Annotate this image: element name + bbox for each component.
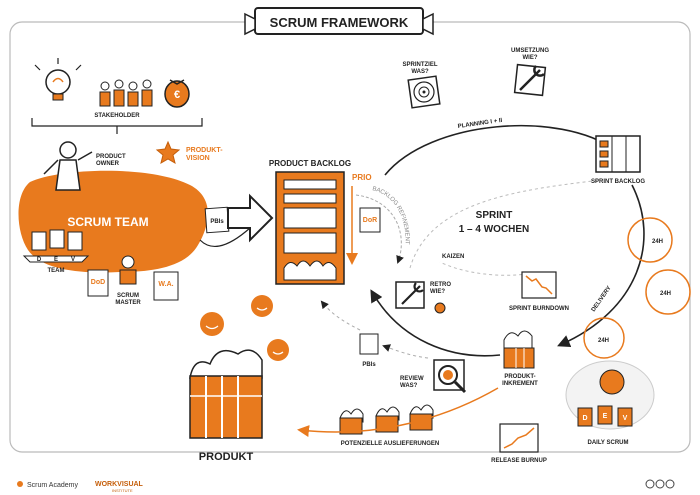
h24-label: 24H [652,239,663,245]
page-title: SCRUM FRAMEWORK [270,15,409,30]
sprint-label: SPRINT [476,210,513,221]
release-burnup: RELEASE BURNUP [491,423,547,464]
burnup-line [503,427,535,449]
potenzielle-label: POTENZIELLE AUSLIEFERUNGEN [341,441,439,447]
sprint-backlog-label: SPRINT BACKLOG [591,179,645,185]
by-license-icon [655,479,665,489]
sprint-burndown-label: SPRINT BURNDOWN [509,306,569,312]
target-icon [413,81,435,103]
scrum-team-label: SCRUM TEAM [67,215,148,229]
dev-letter: V [623,415,628,422]
pbis-left: PBIs [204,206,230,234]
dev-team: D E V TEAM [22,229,90,274]
produkt-inkrement-label: PRODUKT-INKREMENT [502,374,538,387]
money-bag-icon: € [164,79,190,108]
delivery-to-product-arrow [297,387,499,437]
daily-cycles: 24H 24H 24H [583,217,691,359]
working-agreement-document: W.A. [153,271,179,301]
h24-label: 24H [598,338,609,344]
product-backlog: PRODUCT BACKLOG PRIO [269,159,372,285]
dor-document: DoR [359,207,381,233]
magnifier-icon [438,365,458,385]
delivery-label: DELIVERY [591,285,613,313]
produkt-inkrement: PRODUKT-INKREMENT [502,330,538,387]
prio-label: PRIO [352,173,372,182]
svg-text:€: € [174,89,180,101]
star-icon [155,140,181,165]
dev-letter: D [582,415,587,422]
stakeholder-group: € STAKEHOLDER [31,58,203,134]
dev-letter: E [603,413,608,420]
dev-letter: V [71,257,75,263]
sprint-cycle [370,124,645,357]
smiley-icon [267,339,289,361]
smiley-icon [200,312,224,336]
wa-label: W.A. [158,281,173,288]
kaizen-label: KAIZEN [442,254,464,260]
produkt: PRODUKT [189,295,289,463]
pbis-left-label: PBIs [210,219,224,225]
scrum-team-blob [18,170,208,273]
potential-deliveries: POTENZIELLE AUSLIEFERUNGEN [339,404,439,447]
dod-document: DoD [87,269,109,297]
produkt-label: PRODUKT [199,451,254,463]
footer: Scrum Academy WORKVISUAL INSTITUTE [17,479,675,493]
sa-license-icon [665,479,675,489]
burndown-line [525,275,553,295]
footer-brand-label: WORKVISUAL [95,481,144,488]
sprint-duration-label: 1 – 4 WOCHEN [459,224,530,235]
arrow-into-backlog [227,193,274,243]
title-banner: SCRUM FRAMEWORK [244,7,434,36]
sprint-backlog: SPRINT BACKLOG [591,135,645,185]
daily-scrum-label: DAILY SCRUM [587,440,628,446]
sprint-burndown: SPRINT BURNDOWN [509,271,569,312]
planning-arrow [384,124,618,176]
wrench-icon [519,65,545,91]
stakeholder-label: STAKEHOLDER [94,113,140,119]
retro-arrow [370,289,501,357]
h24-label: 24H [660,291,671,297]
dev-letter: E [54,257,58,263]
tools-icon [401,282,424,305]
cc-license-icon [645,479,655,489]
pbis-mid-label: PBIs [362,362,376,368]
daily-scrum: D E V DAILY SCRUM [565,360,655,446]
footer-left-label: Scrum Academy [27,482,78,489]
people-group-icon [99,79,153,107]
product-vision: PRODUKT-VISION [155,140,223,165]
smiley-icon [251,295,273,317]
dor-label: DoR [363,217,377,224]
dod-label: DoD [91,279,105,286]
product-backlog-title: PRODUCT BACKLOG [269,159,351,168]
pbis-mid: PBIs [359,333,379,368]
footer-brand-sub-label: INSTITUTE [112,488,133,493]
dev-letter: D [37,257,42,263]
product-vision-label: PRODUKT-VISION [186,147,223,162]
lightbulb-icon [34,58,82,101]
scrum-academy-logo-icon [17,481,23,487]
release-burnup-label: RELEASE BURNUP [491,458,547,464]
delivery-arrow [557,184,645,348]
team-label: TEAM [48,268,65,274]
